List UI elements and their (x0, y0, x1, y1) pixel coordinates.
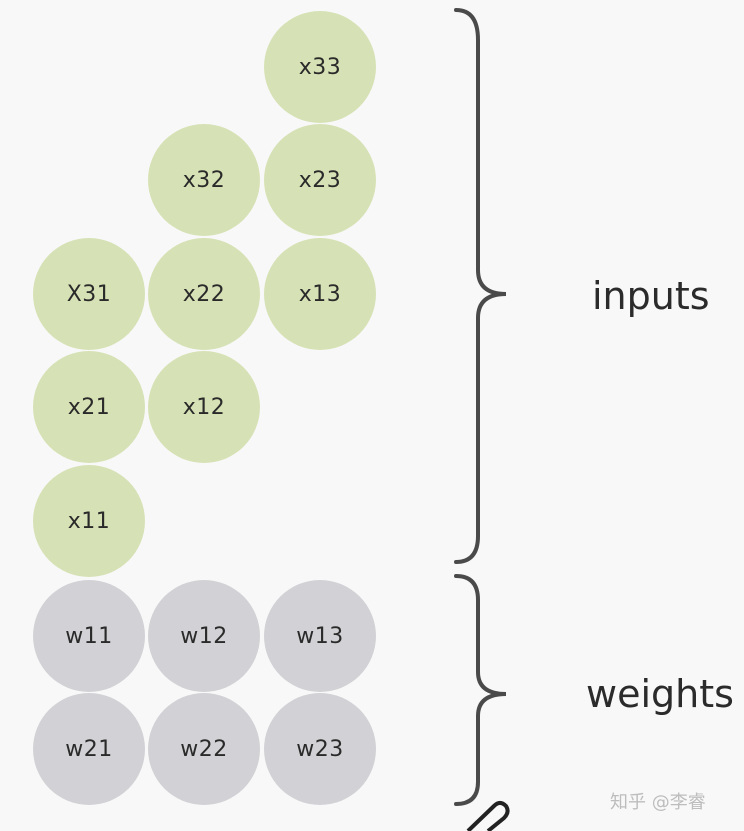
node-x31: X31 (33, 238, 145, 350)
node-x13: x13 (264, 238, 376, 350)
inputs-label: inputs (592, 274, 710, 318)
inputs-brace (454, 8, 507, 564)
node-w23: w23 (264, 693, 376, 805)
node-x21: x21 (33, 351, 145, 463)
node-w13: w13 (264, 580, 376, 692)
node-x11: x11 (33, 465, 145, 577)
weights-brace (454, 574, 507, 806)
node-x12: x12 (148, 351, 260, 463)
pen-cursor-icon (466, 801, 510, 831)
node-x22: x22 (148, 238, 260, 350)
node-x32: x32 (148, 124, 260, 236)
node-w21: w21 (33, 693, 145, 805)
weights-label: weights (586, 672, 734, 716)
watermark: 知乎 @李睿 (610, 792, 706, 813)
node-w22: w22 (148, 693, 260, 805)
node-w11: w11 (33, 580, 145, 692)
node-w12: w12 (148, 580, 260, 692)
node-x23: x23 (264, 124, 376, 236)
node-x33: x33 (264, 11, 376, 123)
